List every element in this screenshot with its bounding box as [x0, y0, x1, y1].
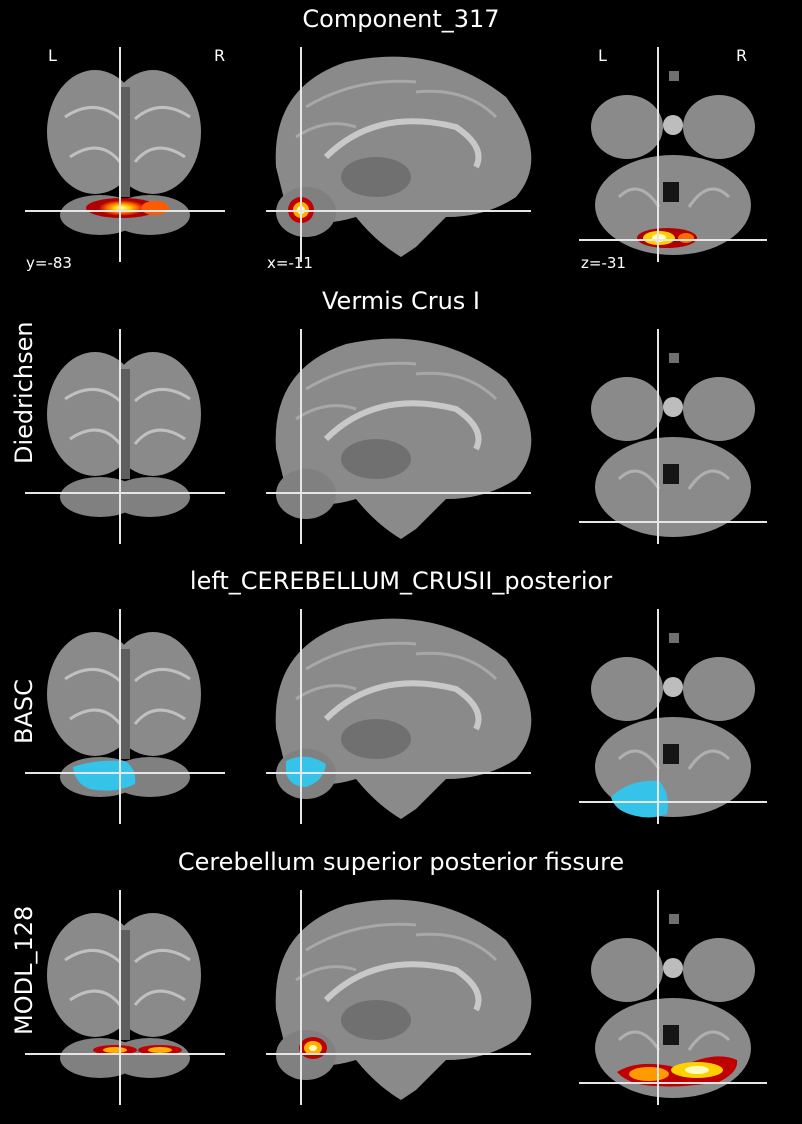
coronal-view: [25, 609, 225, 824]
sagittal-coordinate: x=-11: [267, 254, 313, 272]
orientation-right-label: R: [214, 46, 226, 65]
row-title: left_CEREBELLUM_CRUSII_posterior: [189, 567, 613, 595]
sagittal-view: [266, 890, 532, 1105]
sagittal-view: [266, 47, 532, 262]
coronal-view: [25, 890, 225, 1105]
row-title: Component_317: [302, 5, 500, 33]
axial-coordinate: z=-31: [581, 254, 626, 272]
axial-view: [579, 47, 767, 262]
sagittal-view: [266, 329, 532, 544]
row-component: Component_317 L R L R y=-83: [0, 0, 802, 282]
row-title: Cerebellum superior posterior fissure: [177, 848, 625, 876]
orientation-left-label-axial: L: [598, 46, 607, 65]
sagittal-view: [266, 609, 532, 824]
orientation-left-label: L: [48, 46, 57, 65]
coronal-view: [25, 329, 225, 544]
row-diedrichsen: Vermis Crus I Diedrichsen: [0, 282, 802, 564]
row-modl: Cerebellum superior posterior fissure MO…: [0, 843, 802, 1124]
axial-view: [579, 890, 767, 1105]
axial-view: [579, 609, 767, 824]
coronal-view: [25, 47, 225, 262]
row-title: Vermis Crus I: [322, 287, 480, 315]
row-basc: left_CEREBELLUM_CRUSII_posterior BASC: [0, 562, 802, 844]
orientation-right-label-axial: R: [736, 46, 748, 65]
axial-view: [579, 329, 767, 544]
coronal-coordinate: y=-83: [26, 254, 72, 272]
